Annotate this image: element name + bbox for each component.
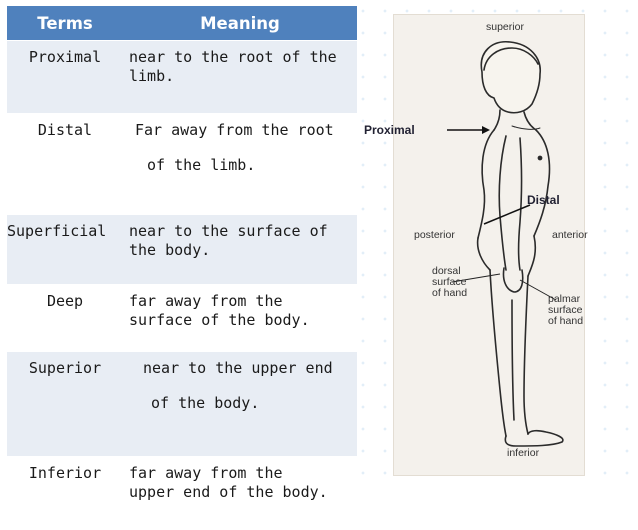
label-line: of hand [548, 316, 583, 327]
label-anterior: anterior [552, 230, 588, 241]
label-superior: superior [486, 22, 524, 33]
callout-distal: Distal [527, 193, 560, 207]
body-outline-illustration [0, 0, 638, 479]
label-inferior: inferior [507, 448, 539, 459]
label-dorsal-surface: dorsal surface of hand [432, 266, 467, 299]
meaning-line: upper end of the body. [129, 483, 351, 502]
label-palmar-surface: palmar surface of hand [548, 294, 583, 327]
label-line: of hand [432, 288, 467, 299]
label-posterior: posterior [414, 230, 455, 241]
callout-proximal: Proximal [364, 123, 415, 137]
